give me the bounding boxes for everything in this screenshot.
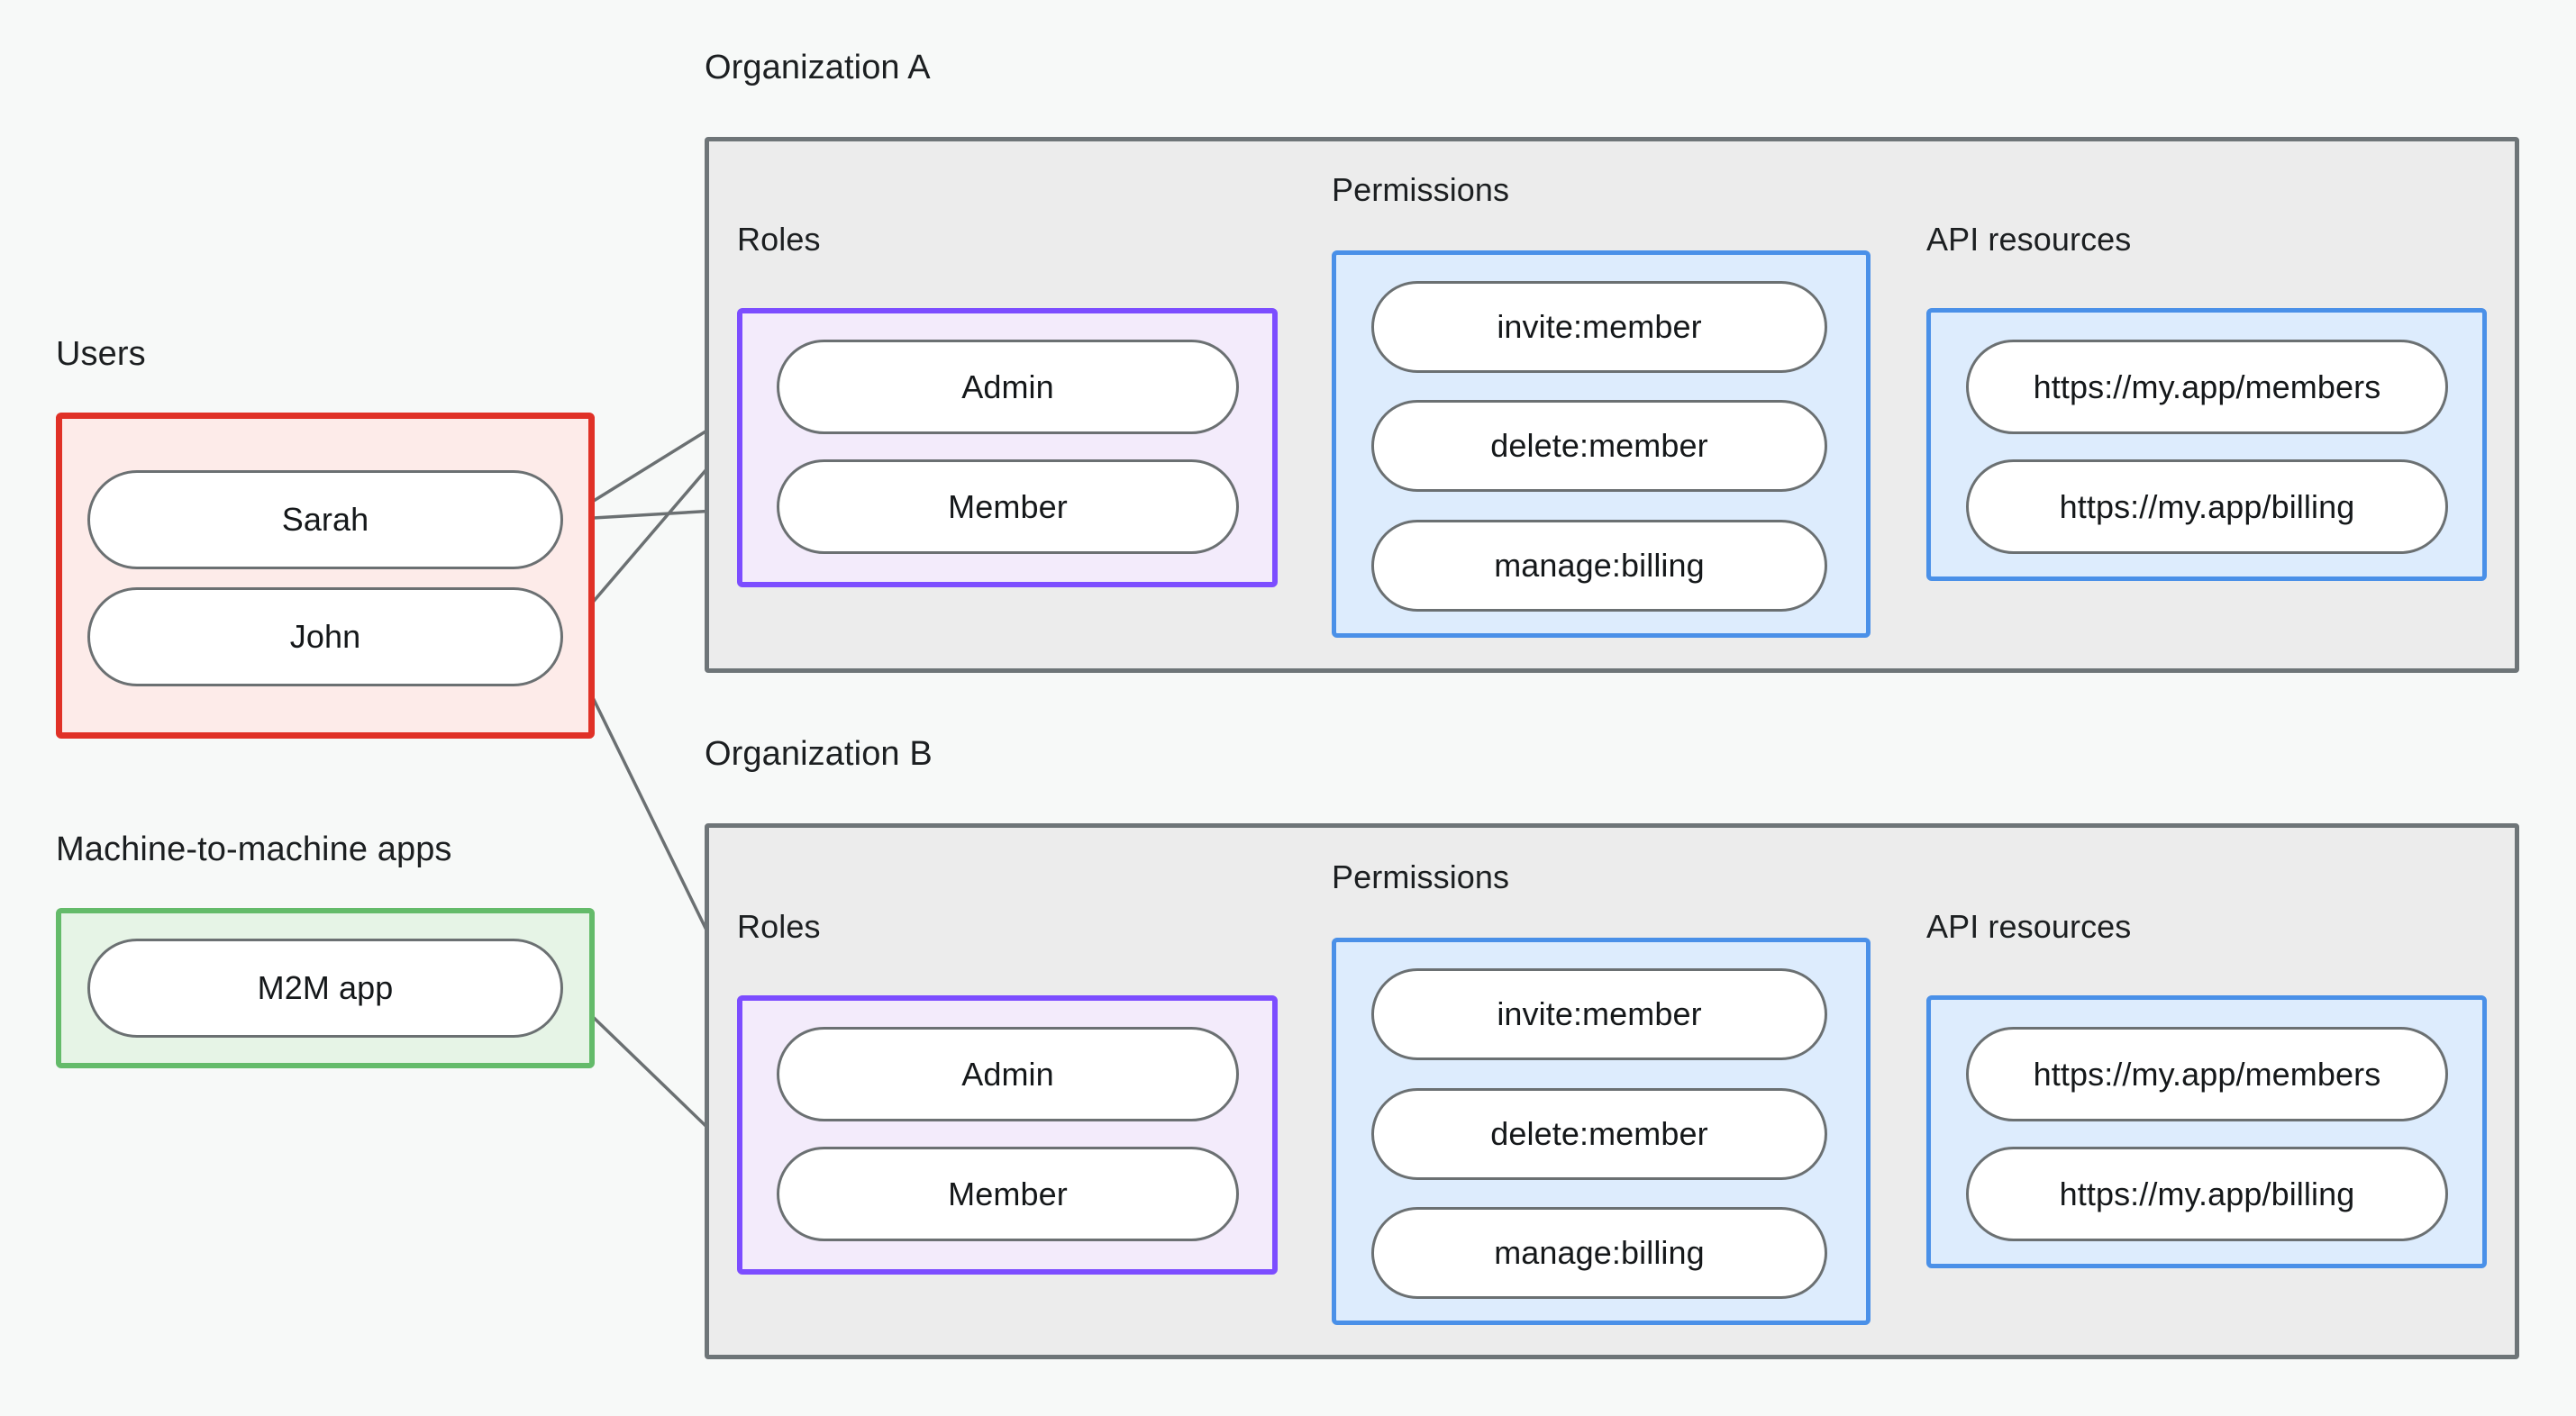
org-a-api-billing[interactable]: https://my.app/billing: [1966, 459, 2448, 554]
user-node-john[interactable]: John: [87, 587, 563, 686]
org-b-permissions-label: Permissions: [1332, 858, 1510, 895]
org-a-api-members[interactable]: https://my.app/members: [1966, 340, 2448, 434]
org-b-label: Organization B: [705, 735, 933, 773]
m2m-node-app[interactable]: M2M app: [87, 939, 563, 1038]
m2m-group-label: Machine-to-machine apps: [56, 831, 452, 868]
org-b-api-billing[interactable]: https://my.app/billing: [1966, 1147, 2448, 1241]
org-b-api-members[interactable]: https://my.app/members: [1966, 1027, 2448, 1121]
org-b-api-label: API resources: [1926, 908, 2132, 945]
org-a-label: Organization A: [705, 49, 931, 86]
org-b-role-admin[interactable]: Admin: [777, 1027, 1239, 1121]
org-a-role-admin[interactable]: Admin: [777, 340, 1239, 434]
org-b-permission-manage-billing[interactable]: manage:billing: [1371, 1207, 1827, 1299]
org-a-roles-label: Roles: [737, 221, 821, 258]
org-a-permission-delete-member[interactable]: delete:member: [1371, 400, 1827, 492]
org-b-roles-label: Roles: [737, 908, 821, 945]
user-node-sarah[interactable]: Sarah: [87, 470, 563, 569]
org-a-permission-invite-member[interactable]: invite:member: [1371, 281, 1827, 373]
org-b-permission-invite-member[interactable]: invite:member: [1371, 968, 1827, 1060]
org-a-permission-manage-billing[interactable]: manage:billing: [1371, 520, 1827, 612]
org-b-role-member[interactable]: Member: [777, 1147, 1239, 1241]
org-b-permission-delete-member[interactable]: delete:member: [1371, 1088, 1827, 1180]
users-group-label: Users: [56, 335, 146, 373]
org-a-permissions-label: Permissions: [1332, 171, 1510, 208]
users-container: [56, 413, 595, 739]
org-a-api-label: API resources: [1926, 221, 2132, 258]
org-a-role-member[interactable]: Member: [777, 459, 1239, 554]
